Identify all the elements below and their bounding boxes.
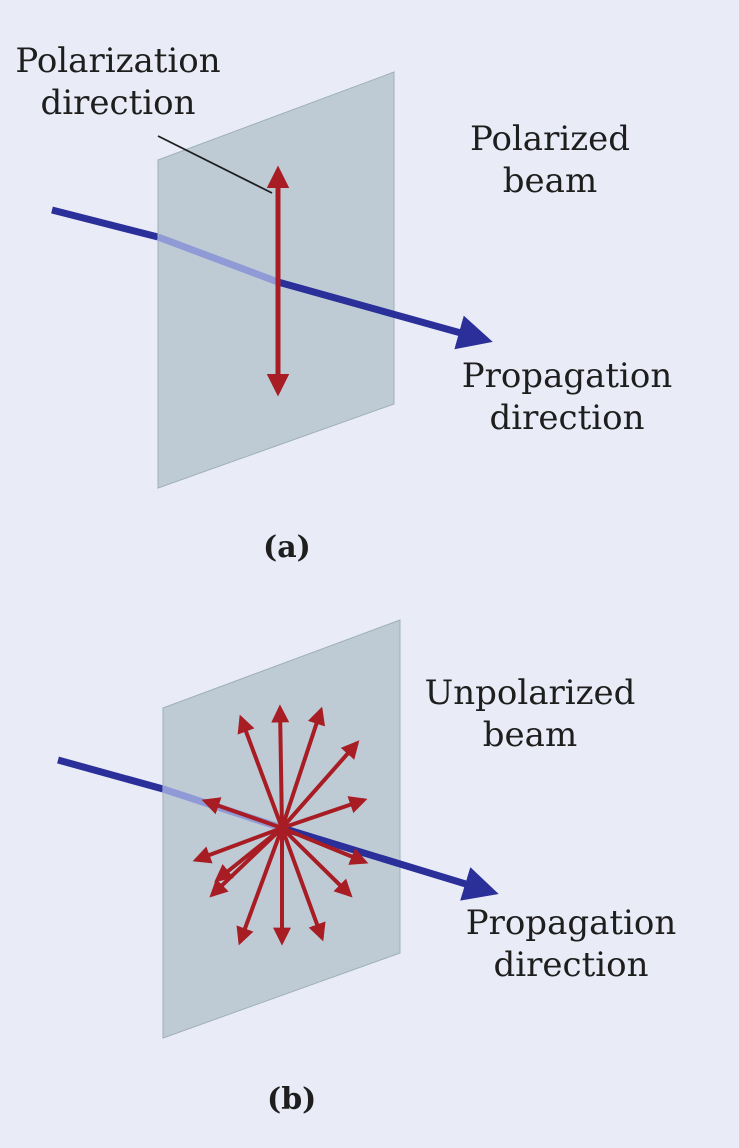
propagation-direction-label-a: Propagation direction [452, 355, 682, 439]
beam-b-back [57, 756, 164, 793]
polarization-label-line-2: direction [40, 83, 196, 123]
polarized-beam-label-line-2: beam [502, 161, 598, 201]
polarized-beam-label: Polarized beam [455, 118, 645, 202]
field-arrow-3 [280, 827, 326, 942]
panel-a [51, 71, 493, 489]
beam-b-front [280, 824, 499, 901]
caption-a: (a) [263, 530, 311, 565]
propagation-b-line-1: Propagation [465, 903, 677, 943]
polarized-beam-label-line-1: Polarized [469, 119, 631, 159]
panel-b [57, 619, 499, 1039]
unpolarized-beam-label-line-2: beam [482, 715, 578, 755]
beam-a-back [51, 206, 159, 241]
beam-a-front [277, 278, 493, 350]
field-arrow-8 [201, 797, 283, 830]
propagation-direction-label-b: Propagation direction [456, 902, 686, 986]
caption-b: (b) [267, 1082, 317, 1117]
propagation-a-line-1: Propagation [461, 356, 673, 396]
propagation-a-line-2: direction [489, 398, 645, 438]
field-arrow-10 [237, 714, 284, 829]
field-arrow-14 [214, 826, 284, 883]
propagation-b-line-2: direction [493, 945, 649, 985]
unpolarized-beam-label: Unpolarized beam [410, 672, 650, 756]
beam-a-through [156, 233, 280, 286]
unpolarized-beam-label-line-1: Unpolarized [424, 673, 636, 713]
field-arrow-12 [280, 706, 326, 829]
field-arrow-7 [280, 826, 353, 898]
field-arrow-11 [271, 704, 290, 829]
field-arrow-13 [280, 740, 360, 830]
polarization-leader-line [157, 135, 273, 194]
field-arrow-5 [281, 826, 369, 865]
unpolarized-field-arrows [192, 704, 369, 946]
polarization-label-line-1: Polarization [15, 41, 221, 81]
polarization-direction-label: Polarization direction [8, 40, 228, 124]
field-arrow-4 [192, 826, 283, 864]
field-arrow-9 [281, 796, 368, 830]
field-arrow-1 [236, 827, 284, 946]
